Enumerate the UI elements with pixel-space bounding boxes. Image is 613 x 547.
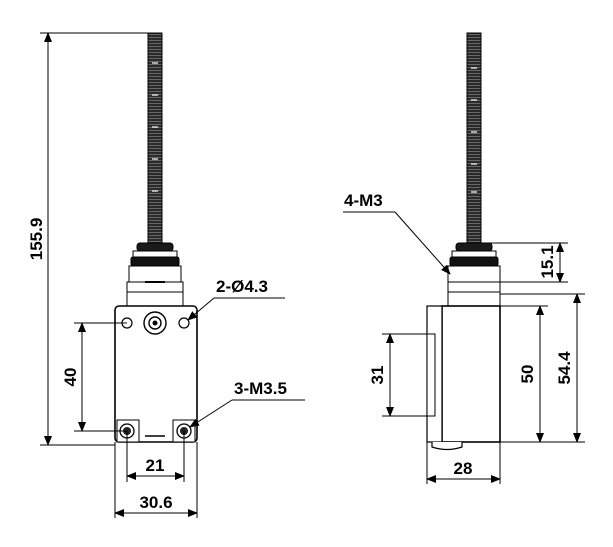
label-body-depth: 28 (454, 459, 473, 478)
dim-overall-body-height (500, 293, 585, 443)
label-head-height: 15.1 (538, 245, 557, 278)
dim-hole-spacing (126, 431, 185, 482)
side-head (447, 242, 501, 307)
label-screws-callout: 3-M3.5 (234, 379, 287, 398)
label-holes-callout: 2-Ø4.3 (216, 277, 268, 296)
leader-holes (187, 297, 285, 321)
dim-head-height (485, 242, 568, 283)
label-body-width: 30.6 (139, 493, 172, 512)
label-overall-body-height: 54.4 (555, 351, 574, 385)
front-body (114, 305, 198, 443)
side-rod (466, 32, 482, 244)
dim-side-window (382, 333, 427, 417)
side-window (426, 333, 436, 417)
dim-body-height (500, 305, 548, 443)
side-view (343, 32, 585, 484)
leader-screws (189, 399, 305, 428)
label-side-screws-callout: 4-M3 (344, 191, 383, 210)
front-view (40, 32, 305, 518)
label-side-window: 31 (368, 366, 387, 385)
front-hole-right (178, 317, 190, 329)
front-rod-marks (152, 62, 158, 192)
label-total-height: 155.9 (27, 218, 46, 261)
label-hole-spacing: 21 (146, 456, 165, 475)
dim-mount-spacing (74, 322, 127, 432)
dim-body-width (114, 442, 198, 518)
dim-total-height (40, 32, 148, 446)
label-body-height: 50 (518, 365, 537, 384)
front-rod (147, 32, 163, 244)
leader-side-screws (343, 211, 451, 275)
label-mount-spacing: 40 (61, 368, 80, 387)
side-body (441, 305, 501, 443)
dim-body-depth (426, 442, 501, 484)
front-head (126, 242, 184, 307)
side-bottom-boss (431, 442, 463, 451)
